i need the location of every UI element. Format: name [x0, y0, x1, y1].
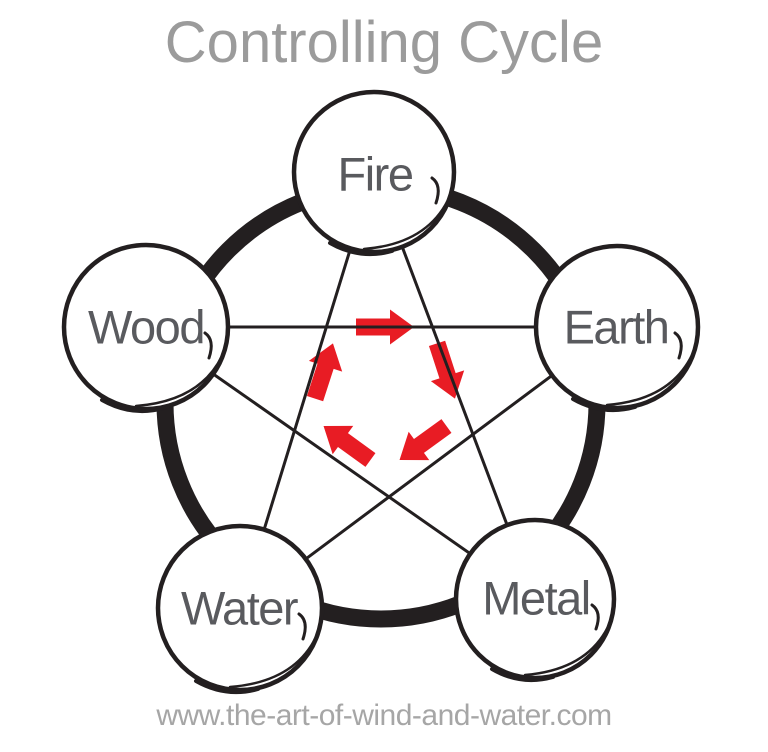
fire-sketch-tail: [328, 241, 394, 257]
wood-sketch-comma: [203, 331, 213, 360]
wood-circle: [61, 242, 231, 412]
cycle-arrow-down-left-icon: [389, 411, 457, 475]
earth-sketch-tail: [571, 397, 637, 413]
element-node-metal: [453, 517, 617, 683]
element-label-metal: Metal: [482, 571, 591, 625]
water-circle: [155, 523, 325, 693]
earth-sketch-comma: [673, 331, 683, 360]
element-node-wood: [61, 242, 231, 414]
water-sketch-tail: [194, 679, 260, 695]
cycle-arrow-up-left-icon: [313, 411, 381, 475]
metal-sketch-tail: [490, 667, 555, 683]
fire-circle: [291, 89, 457, 255]
metal-sketch-flourish: [523, 625, 610, 677]
element-label-water: Water: [180, 581, 299, 635]
wood-sketch-tail: [100, 398, 166, 414]
cycle-arrow-down-icon: [420, 338, 472, 404]
element-nodes: [61, 89, 701, 695]
element-label-earth: Earth: [563, 300, 670, 354]
wood-sketch-flourish: [134, 354, 224, 408]
website-url: www.the-art-of-wind-and-water.com: [156, 699, 612, 732]
element-node-fire: [291, 89, 457, 257]
element-node-water: [155, 523, 325, 695]
element-label-fire: Fire: [337, 147, 414, 201]
water-sketch-comma: [297, 612, 307, 641]
metal-sketch-comma: [590, 603, 600, 631]
metal-circle: [453, 517, 617, 681]
water-sketch-flourish: [228, 635, 318, 689]
earth-circle: [533, 243, 701, 411]
element-node-earth: [533, 243, 701, 413]
fire-sketch-flourish: [362, 198, 450, 251]
fire-sketch-comma: [430, 176, 440, 205]
page-title: Controlling Cycle: [164, 10, 604, 75]
earth-sketch-flourish: [605, 353, 694, 407]
element-label-wood: Wood: [88, 300, 205, 354]
